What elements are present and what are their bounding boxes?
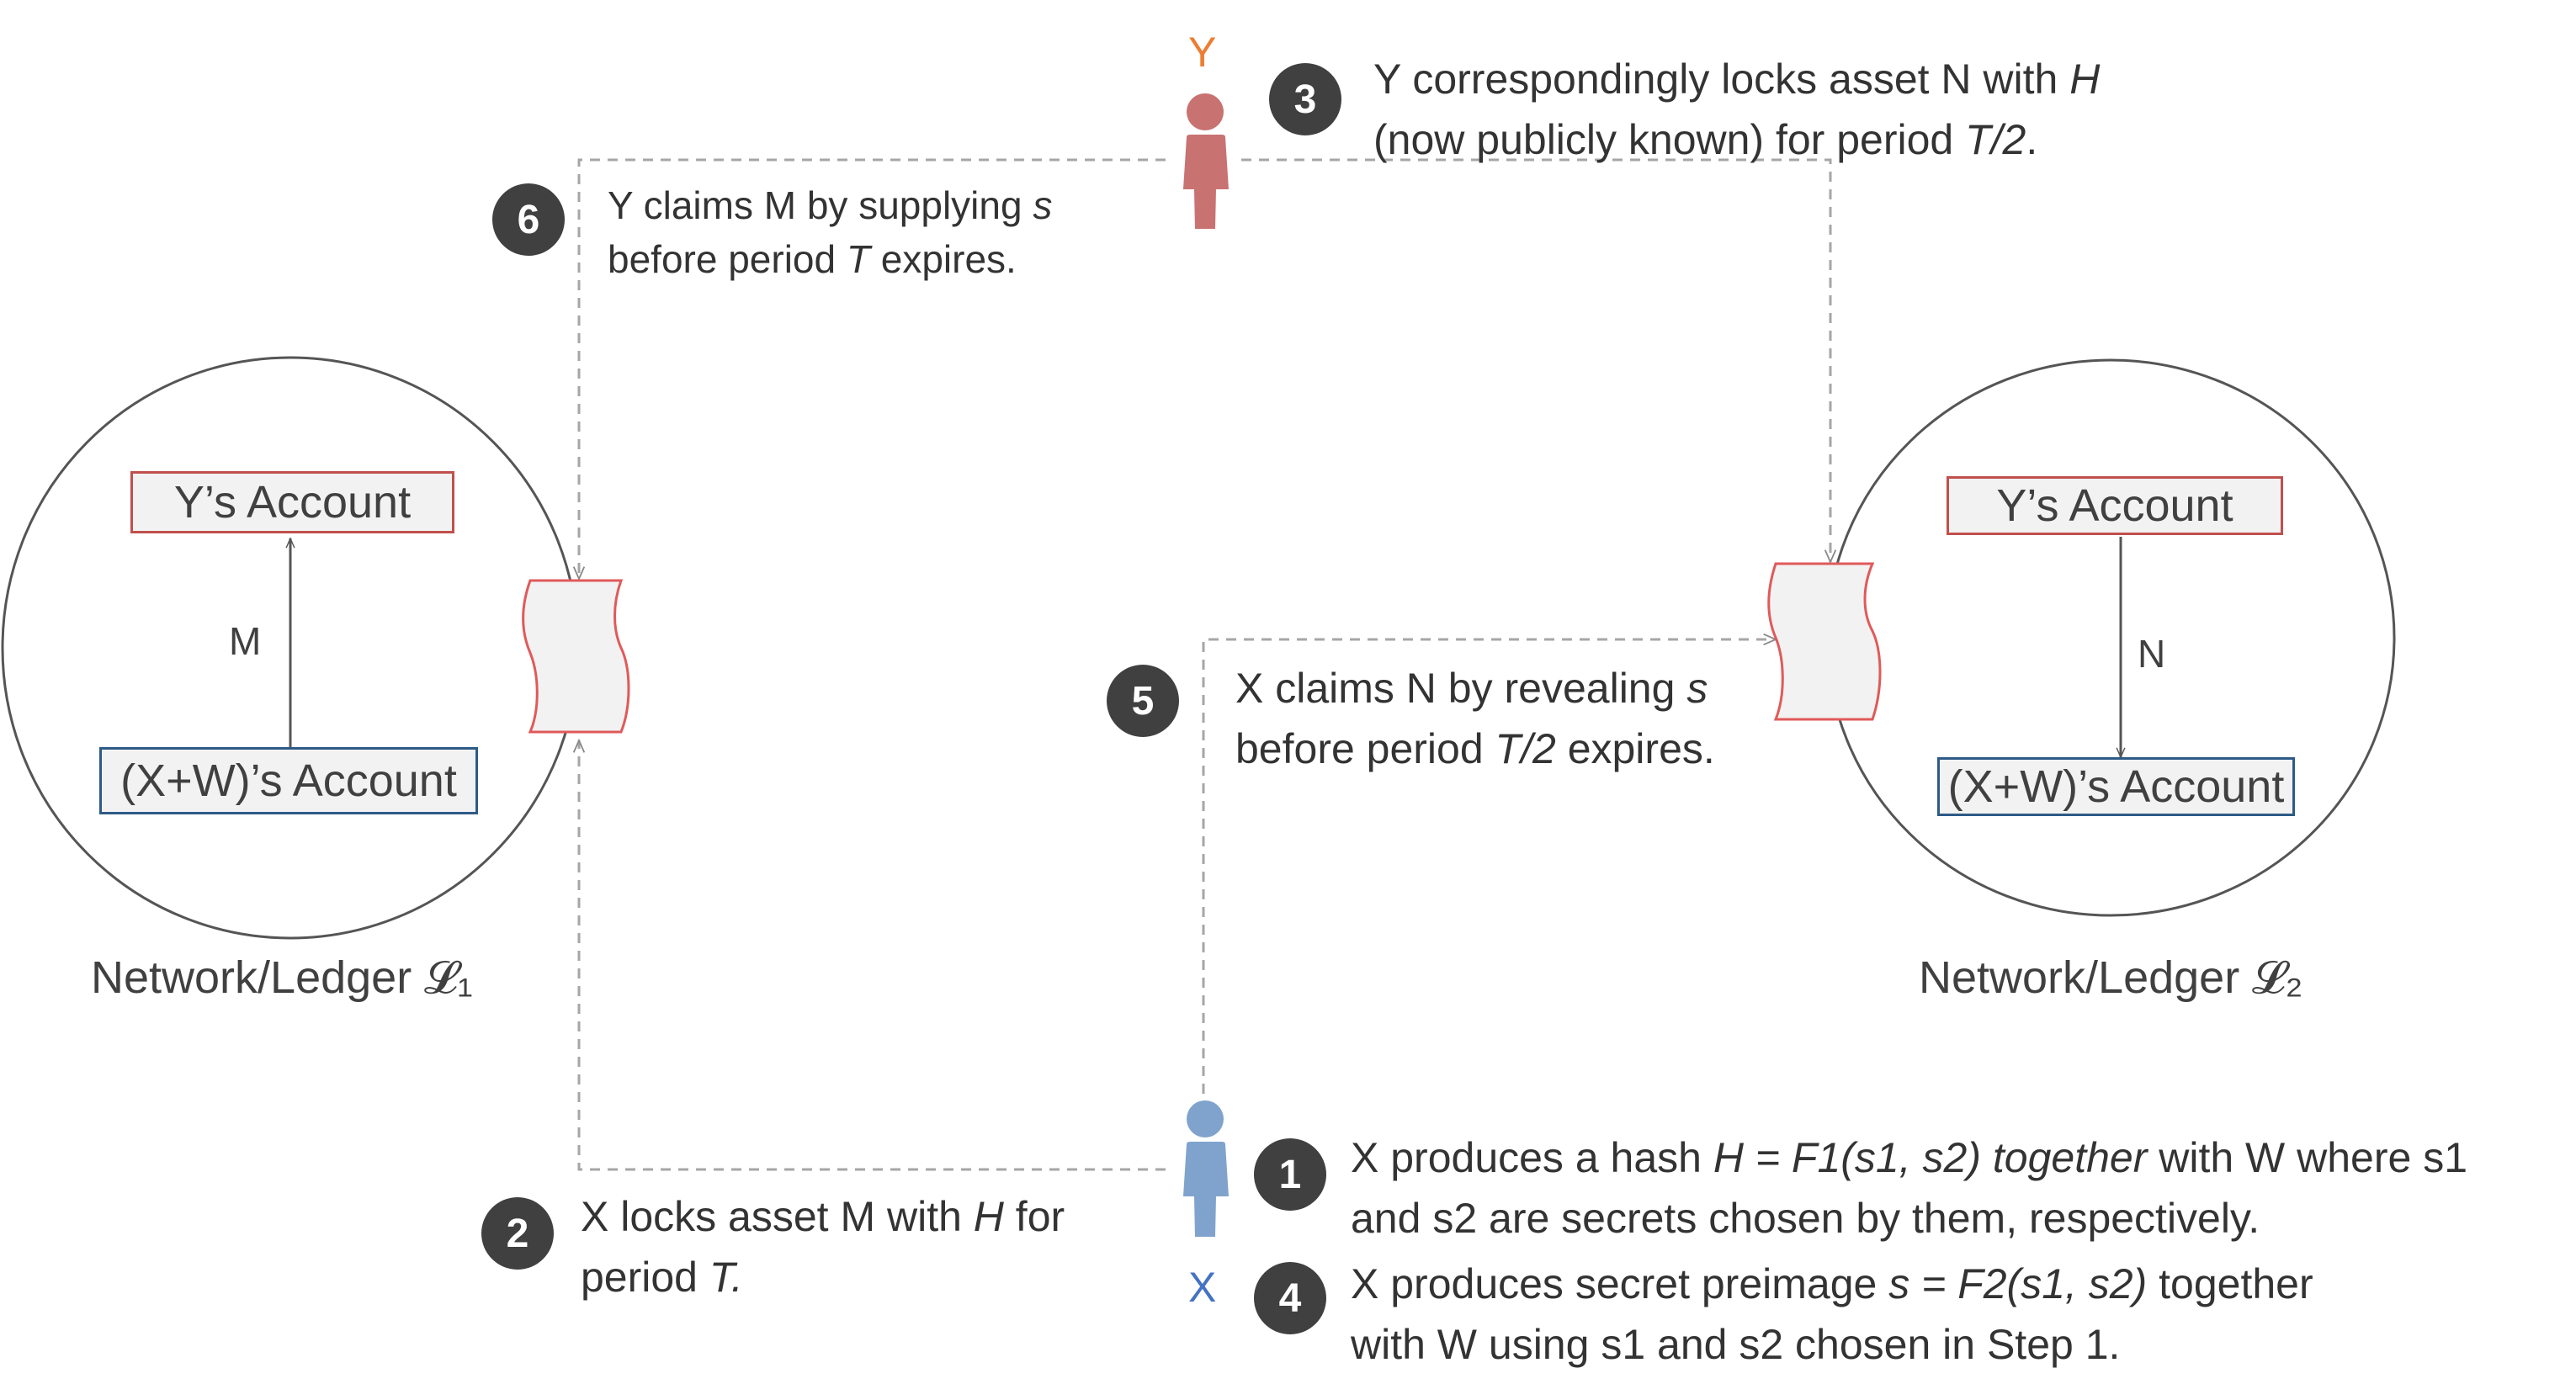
step3-line1: Y correspondingly locks asset N with H	[1373, 56, 2101, 103]
ledger2-contract-icon	[1767, 562, 1882, 721]
actor-x-label: X	[1188, 1264, 1217, 1311]
actor-y-icon	[1183, 93, 1229, 229]
step4-text: X produces secret preimage s = F2(s1, s2…	[1351, 1254, 2313, 1375]
ledger1-y-account: Y’s Account	[130, 471, 454, 533]
step2-line1: X locks asset M with H for	[581, 1193, 1065, 1240]
ledger2-label: Network/Ledger 𝓛₂	[1919, 952, 2303, 1003]
step2-line2: period T.	[581, 1254, 743, 1301]
ledger2-y-account: Y’s Account	[1947, 476, 2283, 535]
ledger2-transfer-label: N	[2138, 632, 2166, 676]
step5-text: X claims N by revealing s before period …	[1235, 658, 1715, 779]
step6-text: Y claims M by supplying s before period …	[608, 178, 1052, 286]
step2-dashed-line	[579, 740, 1166, 1171]
ledger1-transfer-label: M	[229, 619, 262, 663]
step1-badge: 1	[1254, 1138, 1326, 1211]
step1-text: X produces a hash H = F1(s1, s2) togethe…	[1351, 1127, 2467, 1249]
actor-x-icon	[1183, 1100, 1229, 1237]
ledger1-contract-icon	[522, 579, 630, 734]
step4-line2: with W using s1 and s2 chosen in Step 1.	[1351, 1321, 2121, 1368]
step4-badge: 4	[1254, 1262, 1326, 1334]
step3-line2: (now publicly known) for period T/2.	[1373, 116, 2038, 163]
step6-line1: Y claims M by supplying s	[608, 183, 1053, 227]
ledger1-xw-account: (X+W)’s Account	[99, 747, 478, 814]
actor-y-label: Y	[1188, 29, 1217, 76]
step3-dashed-line	[1241, 158, 1830, 562]
step6-line2: before period T expires.	[608, 237, 1017, 281]
step2-badge: 2	[481, 1197, 554, 1270]
step5-dashed-line	[1202, 639, 1776, 1094]
step5-badge: 5	[1107, 665, 1179, 737]
step5-line1: X claims N by revealing s	[1235, 665, 1708, 712]
ledger2-circle	[1825, 358, 2396, 917]
ledger1-label: Network/Ledger 𝓛₁	[91, 952, 473, 1003]
step5-line2: before period T/2 expires.	[1235, 725, 1715, 772]
step3-badge: 3	[1269, 63, 1341, 135]
step2-text: X locks asset M with H for period T.	[581, 1186, 1065, 1307]
step6-dashed-line	[579, 158, 1166, 579]
step1-line1: X produces a hash H = F1(s1, s2) togethe…	[1351, 1134, 2468, 1181]
step1-line2: and s2 are secrets chosen by them, respe…	[1351, 1195, 2260, 1242]
ledger2-xw-account: (X+W)’s Account	[1937, 757, 2295, 816]
step6-badge: 6	[492, 183, 565, 256]
step3-text: Y correspondingly locks asset N with H (…	[1373, 49, 2100, 170]
step4-line1: X produces secret preimage s = F2(s1, s2…	[1351, 1260, 2313, 1307]
